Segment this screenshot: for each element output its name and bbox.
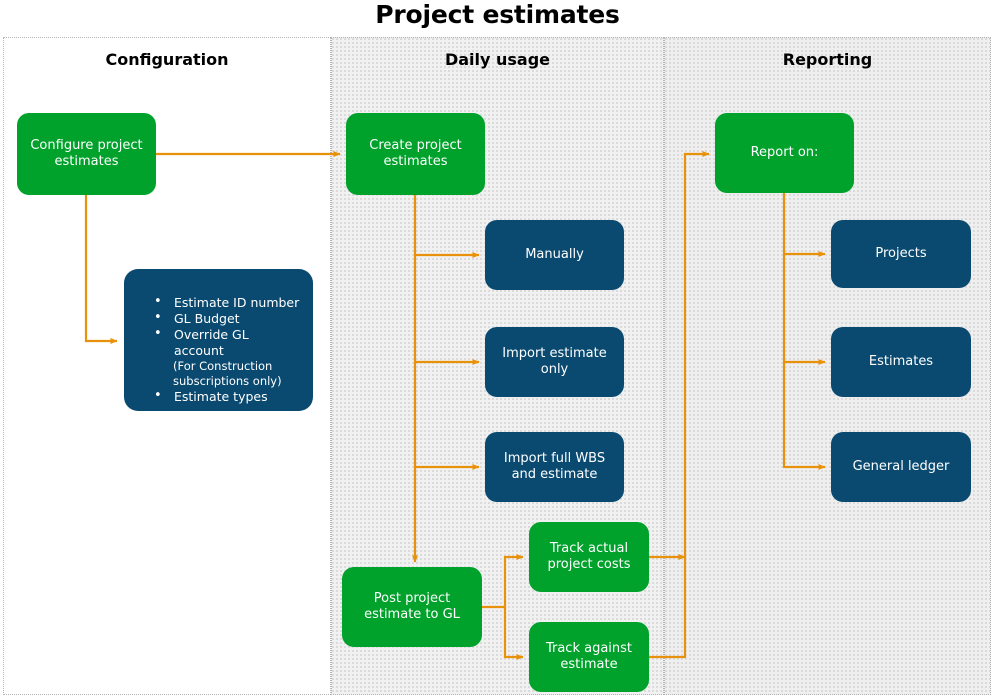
node-label: Track actual project costs <box>547 541 631 572</box>
node-estimates[interactable]: Estimates <box>831 327 971 397</box>
page-title: Project estimates <box>375 0 620 29</box>
node-label: Estimates <box>868 354 934 369</box>
bullet-text: Estimate types <box>174 389 268 404</box>
node-report-on[interactable]: Report on: <box>715 113 854 193</box>
bullet-text: Override GL account <box>174 327 249 358</box>
node-label: Configure project estimates <box>30 138 143 169</box>
node-label: Import estimate only <box>502 346 607 377</box>
node-manually[interactable]: Manually <box>485 220 624 290</box>
bullet-subtext: (For Construction subscriptions only) <box>173 359 282 388</box>
list-item: Estimate types <box>148 388 301 405</box>
node-label: Report on: <box>750 145 819 160</box>
node-configure-project-estimates[interactable]: Configure project estimates <box>17 113 156 195</box>
swimlane-title-configuration: Configuration <box>105 50 229 69</box>
swimlane-title-daily-usage: Daily usage <box>444 50 551 69</box>
node-label: Post project estimate to GL <box>364 591 460 622</box>
node-create-project-estimates[interactable]: Create project estimates <box>346 113 485 195</box>
list-item: Estimate ID number <box>148 294 301 311</box>
node-track-actual-project-costs[interactable]: Track actual project costs <box>529 522 649 592</box>
node-track-against-estimate[interactable]: Track against estimate <box>529 622 649 692</box>
bullet-text: Estimate ID number <box>174 295 300 310</box>
node-post-project-estimate-to-gl[interactable]: Post project estimate to GL <box>342 567 482 647</box>
node-label: Projects <box>875 246 927 261</box>
node-projects[interactable]: Projects <box>831 220 971 288</box>
node-label: Track against estimate <box>545 641 633 672</box>
list-item: Override GL account(For Construction sub… <box>148 326 301 389</box>
node-import-estimate-only[interactable]: Import estimate only <box>485 327 624 397</box>
node-label: Import full WBS and estimate <box>503 451 606 482</box>
list-item: GL Budget <box>148 310 301 327</box>
swimlane-title-reporting: Reporting <box>782 50 873 69</box>
node-label: Create project estimates <box>369 138 462 169</box>
node-import-full-wbs-and-estimate[interactable]: Import full WBS and estimate <box>485 432 624 502</box>
node-configuration-options[interactable]: Estimate ID number GL Budget Override GL… <box>124 269 313 411</box>
node-general-ledger[interactable]: General ledger <box>831 432 971 502</box>
node-label: General ledger <box>852 459 950 474</box>
node-label: Manually <box>525 247 584 262</box>
configuration-options-list: Estimate ID number GL Budget Override GL… <box>124 269 313 415</box>
bullet-text: GL Budget <box>174 311 240 326</box>
